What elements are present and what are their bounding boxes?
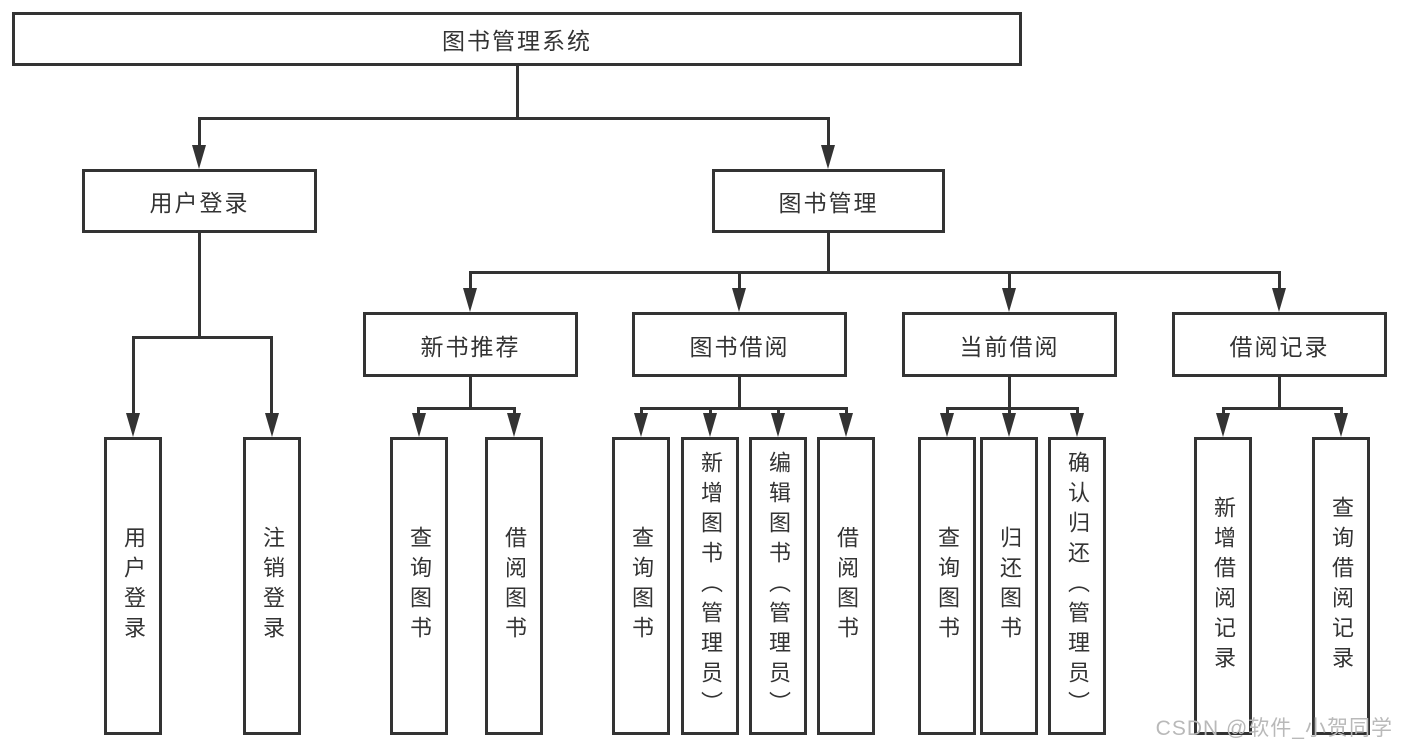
arrow-down-icon [463, 288, 477, 312]
arrow-down-icon [126, 413, 140, 437]
arrow-down-icon [1002, 288, 1016, 312]
connector-line [1008, 377, 1011, 407]
node-root: 图书管理系统 [12, 12, 1022, 66]
leaf-newbook-borrow-books-label: 借阅图书 [502, 526, 527, 646]
connector-line [640, 407, 848, 410]
arrow-down-icon [1334, 413, 1348, 437]
arrow-down-icon [1002, 413, 1016, 437]
node-root-label: 图书管理系统 [442, 28, 592, 54]
connector-line [738, 271, 741, 289]
connector-line [417, 407, 516, 410]
connector-line [516, 66, 519, 117]
leaf-user-login: 用户登录 [104, 437, 162, 735]
node-book-borrow-label: 图书借阅 [689, 333, 790, 360]
connector-line [513, 407, 516, 417]
connector-line [738, 377, 741, 407]
leaf-borrow-query-books-label: 查询图书 [629, 526, 654, 646]
connector-line [469, 271, 472, 289]
arrow-down-icon [507, 413, 521, 437]
connector-line [777, 407, 780, 417]
connector-line [1222, 407, 1343, 410]
leaf-records-add-record: 新增借阅记录 [1194, 437, 1252, 735]
arrow-down-icon [703, 413, 717, 437]
leaf-logout: 注销登录 [243, 437, 301, 735]
leaf-current-confirm-return-admin: 确认归还（管理员） [1048, 437, 1106, 735]
connector-line [469, 377, 472, 407]
arrow-down-icon [940, 413, 954, 437]
node-book-borrow: 图书借阅 [632, 312, 847, 377]
connector-line [198, 233, 201, 336]
leaf-logout-label: 注销登录 [260, 526, 285, 646]
leaf-borrow-borrow-books-label: 借阅图书 [834, 526, 859, 646]
leaf-current-confirm-return-admin-label: 确认归还（管理员） [1065, 451, 1090, 721]
arrow-down-icon [732, 288, 746, 312]
node-book-management: 图书管理 [712, 169, 945, 233]
connector-line [1222, 407, 1225, 417]
leaf-newbook-query-books: 查询图书 [390, 437, 448, 735]
arrow-down-icon [265, 413, 279, 437]
node-new-book-recommend-label: 新书推荐 [420, 333, 521, 360]
node-current-borrow-label: 当前借阅 [959, 333, 1060, 360]
arrow-down-icon [634, 413, 648, 437]
leaf-borrow-edit-books-admin: 编辑图书（管理员） [749, 437, 807, 735]
csdn-watermark: CSDN @软件_小贺同学 [1155, 717, 1393, 740]
arrow-down-icon [412, 413, 426, 437]
connector-line [845, 407, 848, 417]
arrow-down-icon [1070, 413, 1084, 437]
leaf-current-query-books: 查询图书 [918, 437, 976, 735]
leaf-current-query-books-label: 查询图书 [935, 526, 960, 646]
connector-line [270, 336, 273, 415]
leaf-records-query-record-label: 查询借阅记录 [1329, 496, 1354, 676]
connector-line [946, 407, 949, 417]
connector-line [1008, 271, 1011, 289]
leaf-borrow-add-books-admin: 新增图书（管理员） [681, 437, 739, 735]
connector-line [709, 407, 712, 417]
connector-line [469, 271, 1281, 274]
arrow-down-icon [1216, 413, 1230, 437]
connector-line [1076, 407, 1079, 417]
connector-line [1340, 407, 1343, 417]
node-current-borrow: 当前借阅 [902, 312, 1117, 377]
connector-line [827, 233, 830, 271]
leaf-current-return-books-label: 归还图书 [997, 526, 1022, 646]
connector-line [1278, 377, 1281, 407]
node-book-management-label: 图书管理 [778, 190, 879, 216]
connector-line [1278, 271, 1281, 289]
leaf-borrow-query-books: 查询图书 [612, 437, 670, 735]
leaf-borrow-add-books-admin-label: 新增图书（管理员） [698, 451, 723, 721]
connector-line [946, 407, 1079, 410]
leaf-current-return-books: 归还图书 [980, 437, 1038, 735]
connector-line [132, 336, 135, 415]
arrow-down-icon [1272, 288, 1286, 312]
connector-line [1008, 407, 1011, 417]
node-borrow-records: 借阅记录 [1172, 312, 1387, 377]
connector-line [198, 117, 201, 147]
node-user-login: 用户登录 [82, 169, 317, 233]
connector-line [827, 117, 830, 147]
arrow-down-icon [192, 145, 206, 169]
connector-line [132, 336, 273, 339]
leaf-user-login-label: 用户登录 [121, 526, 146, 646]
leaf-records-add-record-label: 新增借阅记录 [1211, 496, 1236, 676]
node-borrow-records-label: 借阅记录 [1229, 333, 1330, 360]
connector-line [640, 407, 643, 417]
leaf-newbook-borrow-books: 借阅图书 [485, 437, 543, 735]
leaf-borrow-edit-books-admin-label: 编辑图书（管理员） [766, 451, 791, 721]
arrow-down-icon [771, 413, 785, 437]
connector-line [417, 407, 420, 417]
node-user-login-label: 用户登录 [149, 190, 250, 216]
leaf-borrow-borrow-books: 借阅图书 [817, 437, 875, 735]
leaf-records-query-record: 查询借阅记录 [1312, 437, 1370, 735]
node-new-book-recommend: 新书推荐 [363, 312, 578, 377]
connector-line [198, 117, 830, 120]
arrow-down-icon [821, 145, 835, 169]
leaf-newbook-query-books-label: 查询图书 [407, 526, 432, 646]
arrow-down-icon [839, 413, 853, 437]
